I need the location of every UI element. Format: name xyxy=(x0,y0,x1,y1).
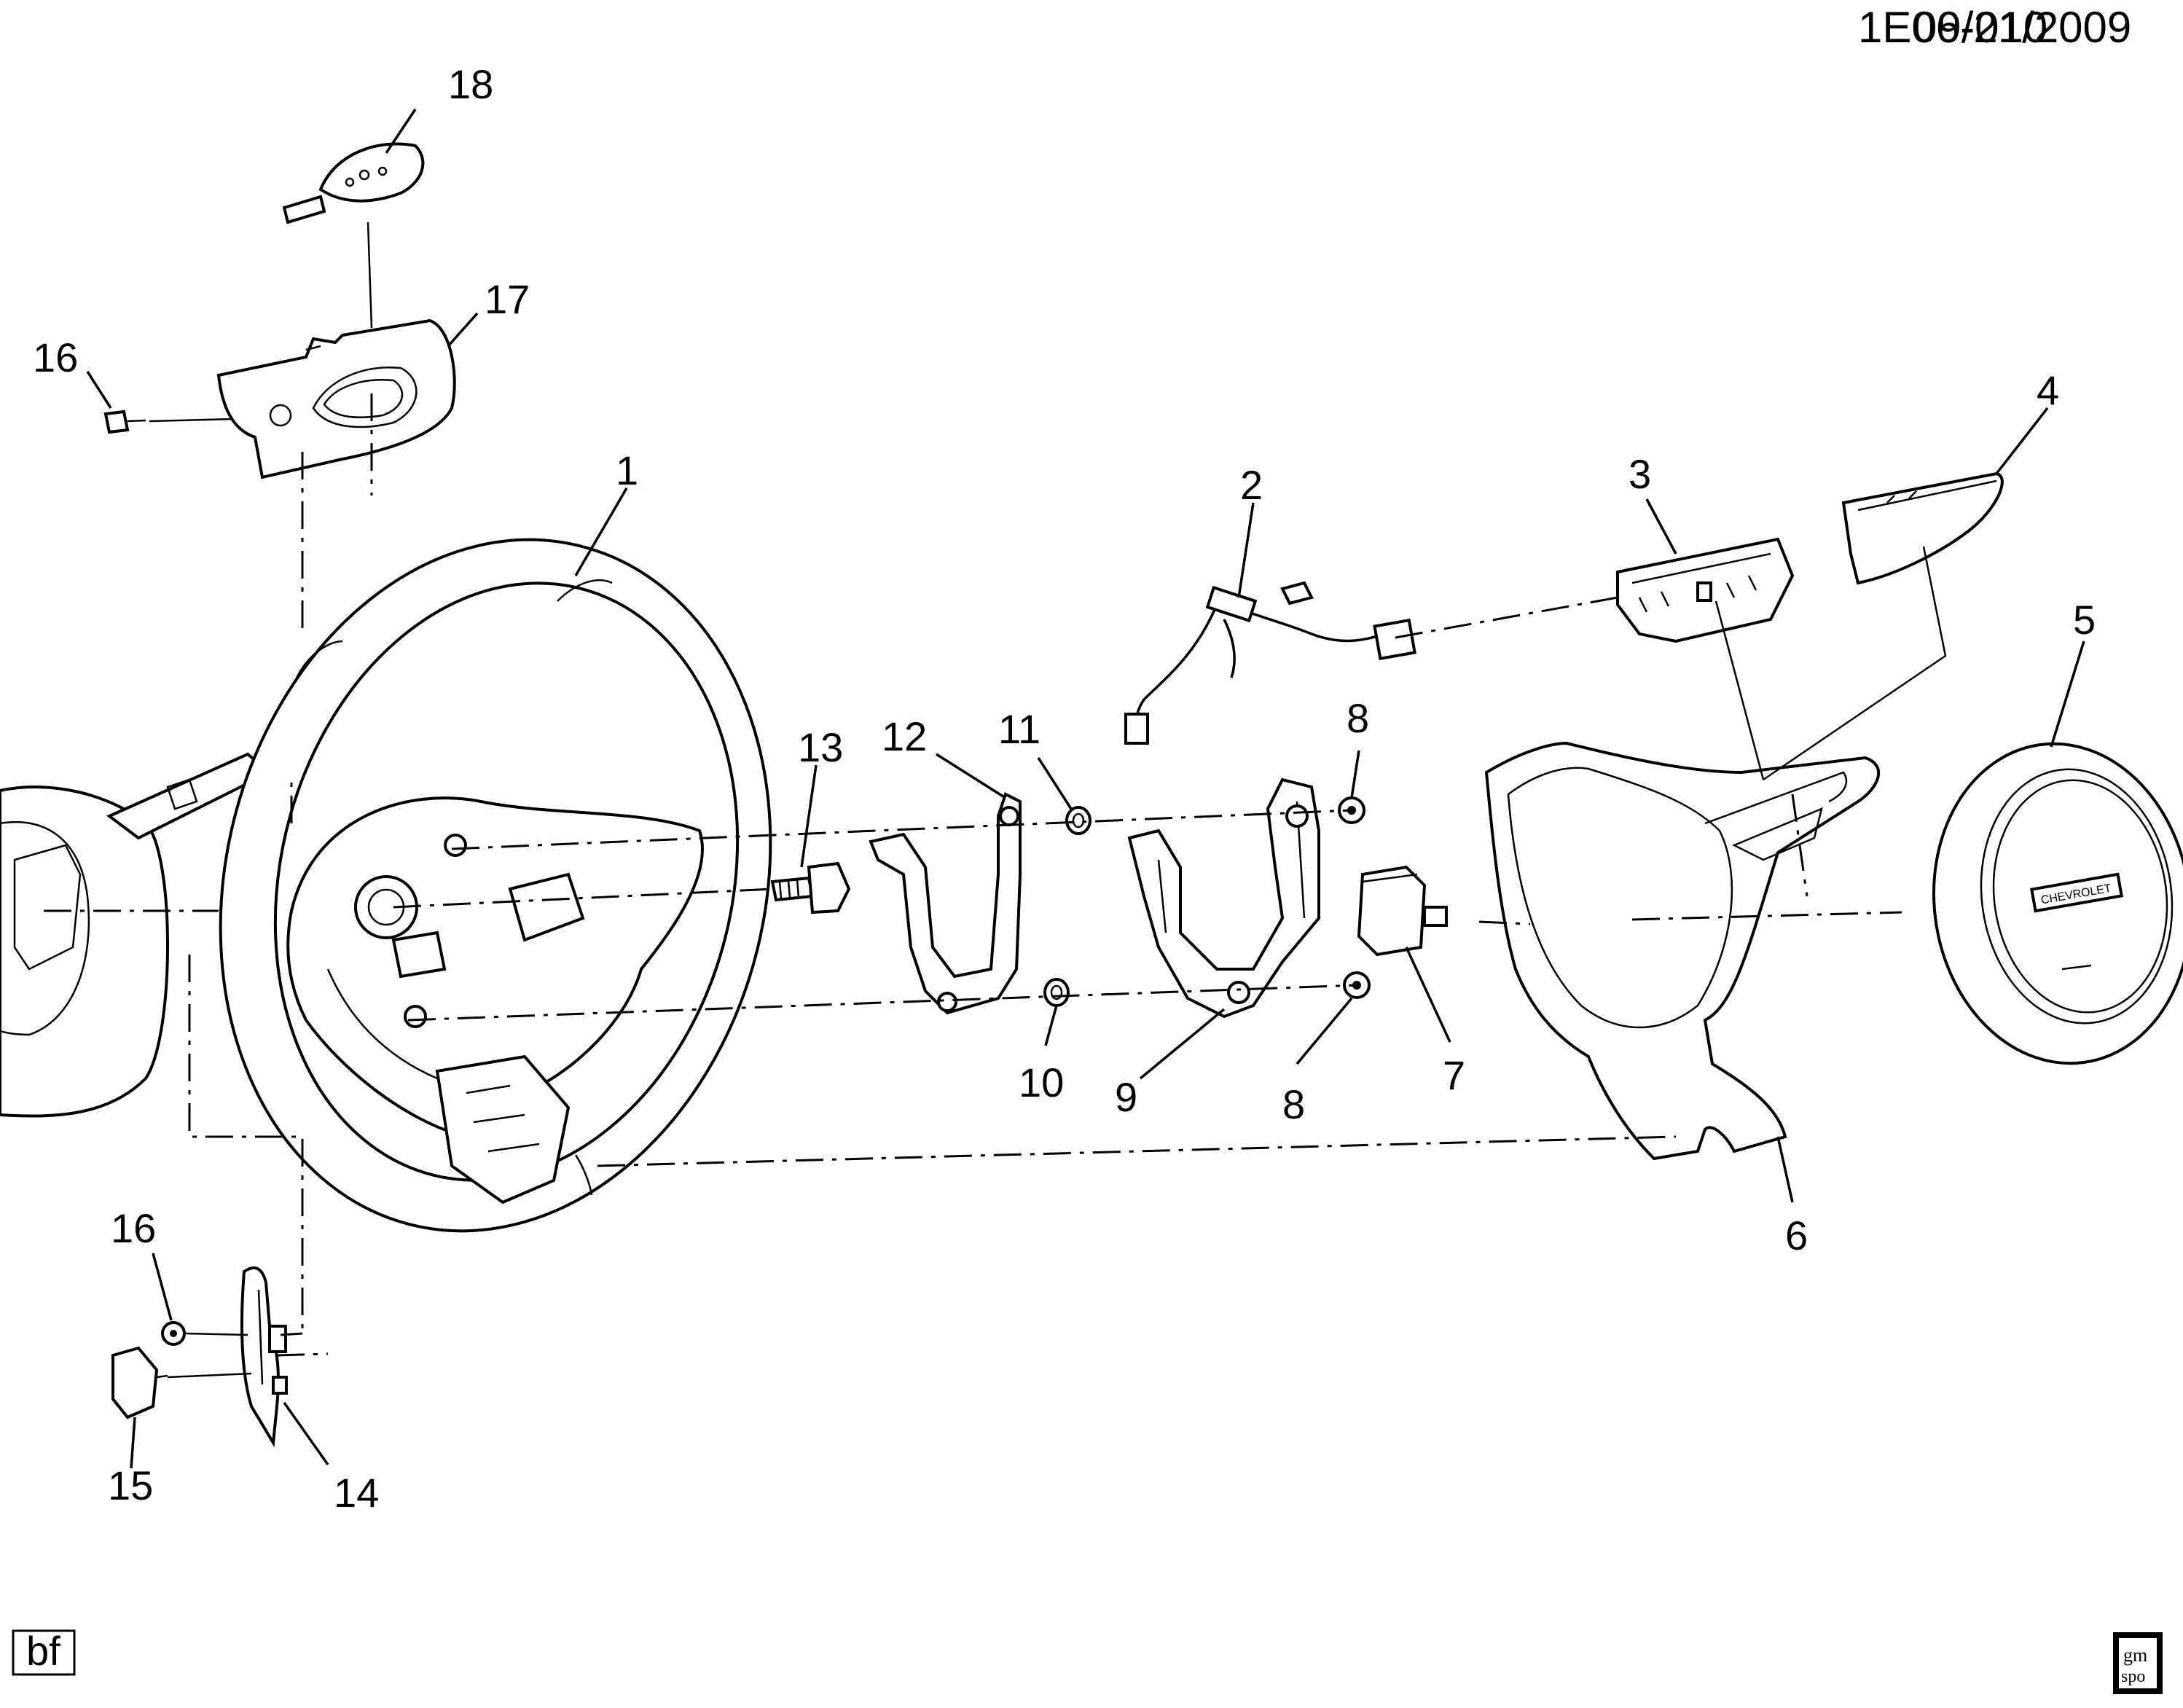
callout-13: 13 xyxy=(798,724,843,770)
callout-16-lower: 16 xyxy=(111,1205,156,1251)
trim-bezel xyxy=(1841,471,2004,585)
logo-bottom: spo xyxy=(2121,1667,2145,1686)
callout-14: 14 xyxy=(334,1470,379,1516)
callout-18: 18 xyxy=(448,61,493,107)
callout-7: 7 xyxy=(1443,1052,1465,1098)
footer-tag-text: bf xyxy=(26,1628,60,1674)
callout-12: 12 xyxy=(882,713,927,759)
screw-lower xyxy=(161,1321,186,1346)
callout-4: 4 xyxy=(2037,367,2059,413)
footer-tag: bf xyxy=(12,1628,76,1676)
logo-top: gm xyxy=(2123,1645,2147,1666)
diagram-date: 09/21/2009 xyxy=(1913,3,2131,52)
upper-paddle-housing xyxy=(216,318,456,479)
callout-1: 1 xyxy=(616,447,638,493)
callout-15: 15 xyxy=(108,1462,153,1508)
callout-8-upper: 8 xyxy=(1347,695,1369,741)
lower-trim-cover xyxy=(1484,741,1881,1161)
callout-11: 11 xyxy=(998,706,1040,752)
switch-assembly xyxy=(1616,537,1795,643)
steering-column xyxy=(0,752,273,1118)
callout-16-upper: 16 xyxy=(33,334,78,380)
bushing-upper xyxy=(1065,806,1092,835)
callout-3: 3 xyxy=(1629,451,1651,497)
mounting-bracket xyxy=(1127,777,1320,1019)
alignment-lines xyxy=(44,222,1947,1379)
airbag-module: CHEVROLET xyxy=(1932,742,2183,1065)
callout-2: 2 xyxy=(1240,462,1263,508)
callout-17: 17 xyxy=(485,276,530,322)
callout-6: 6 xyxy=(1785,1213,1808,1258)
wiring-harness xyxy=(1124,581,1416,745)
diagram-code: 1E06-010 xyxy=(1858,3,2047,52)
lower-paddle xyxy=(240,1266,288,1448)
screw-upper xyxy=(103,410,146,434)
callout-5: 5 xyxy=(2073,597,2096,643)
steering-wheel xyxy=(219,538,772,1233)
callout-8-lower: 8 xyxy=(1282,1081,1305,1127)
gmspo-logo: gm spo xyxy=(2113,1632,2163,1694)
support-bracket xyxy=(869,792,1022,1015)
leader-lines xyxy=(86,109,2085,1469)
callout-10: 10 xyxy=(1019,1059,1064,1105)
switch-block xyxy=(1357,865,1448,957)
hub-bolt xyxy=(770,861,851,914)
callout-9: 9 xyxy=(1115,1074,1137,1120)
paddle-switch-upper xyxy=(282,142,425,224)
callout-labels: 18 17 16 1 2 3 4 5 6 7 8 8 9 10 11 12 13… xyxy=(33,61,2096,1516)
lower-paddle-switch xyxy=(111,1346,168,1419)
bushing-lower xyxy=(1043,978,1070,1007)
